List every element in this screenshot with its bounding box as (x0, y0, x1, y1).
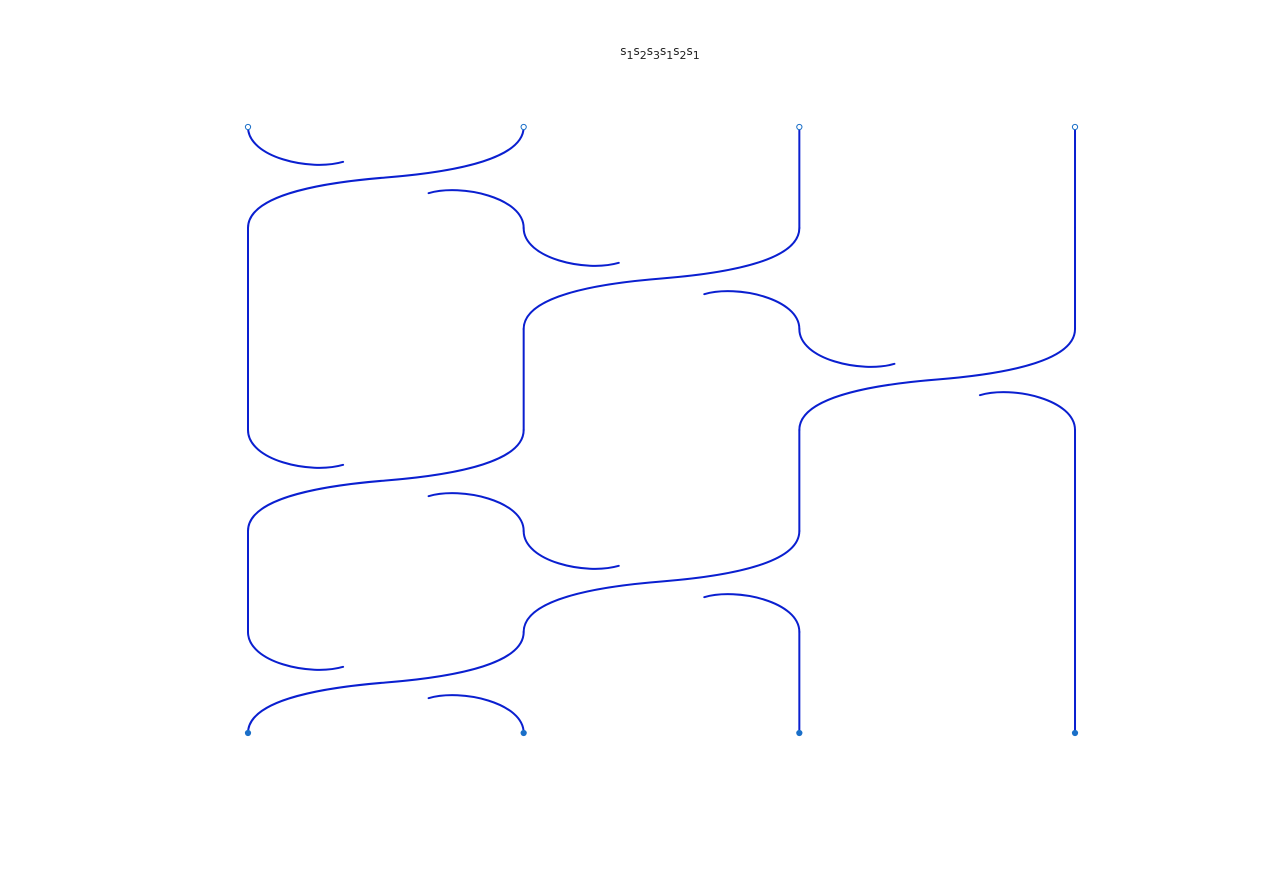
crossing-under-strand-upper (247, 126, 345, 166)
crossing-under-strand-lower (703, 593, 801, 633)
generator-index: 2 (679, 49, 687, 62)
generator-letter: s (633, 44, 640, 58)
top-endpoint-1 (244, 123, 252, 131)
bottom-endpoint-1 (244, 729, 252, 737)
generator-5: s2 (673, 44, 686, 62)
generator-index: 1 (666, 49, 674, 62)
generator-3: s3 (646, 44, 660, 62)
bottom-endpoint-4 (1071, 729, 1079, 737)
crossing-under-strand-upper (798, 328, 896, 368)
crossing-over-strand (522, 530, 801, 633)
top-endpoint-2 (520, 123, 527, 131)
crossing-over-strand (247, 429, 525, 532)
generator-letter: s (620, 44, 627, 58)
bottom-endpoint-3 (796, 729, 803, 737)
crossing-under-strand-lower (427, 492, 525, 532)
crossing-over-strand (247, 631, 525, 734)
bottom-endpoint-2 (520, 729, 527, 737)
crossing-under-strand-upper (247, 631, 345, 671)
generator-4: s1 (660, 44, 673, 62)
generator-letter: s (686, 44, 693, 58)
braid-word-title: s1s2s3s1s2s1 (0, 44, 1280, 62)
crossing-over-strand (798, 328, 1077, 431)
generator-index: 1 (626, 49, 634, 62)
crossing-over-strand (247, 126, 525, 229)
generator-2: s2 (633, 44, 646, 62)
crossing-under-strand-lower (427, 189, 525, 229)
crossing-under-strand-lower (703, 290, 801, 330)
generator-index: 3 (653, 49, 660, 62)
generator-index: 1 (692, 49, 700, 62)
generator-6: s1 (686, 44, 700, 62)
generator-index: 2 (639, 49, 647, 62)
crossing-under-strand-upper (247, 429, 345, 469)
generator-letter: s (646, 44, 653, 58)
crossing-under-strand-upper (522, 530, 620, 570)
generator-letter: s (660, 44, 667, 58)
top-endpoint-4 (1071, 123, 1079, 131)
top-endpoint-3 (796, 123, 803, 131)
generator-1: s1 (620, 44, 633, 62)
generator-letter: s (673, 44, 680, 58)
crossing-under-strand-lower (978, 391, 1077, 431)
crossing-over-strand (522, 227, 801, 330)
crossing-under-strand-upper (522, 227, 620, 267)
crossing-under-strand-lower (427, 694, 525, 734)
